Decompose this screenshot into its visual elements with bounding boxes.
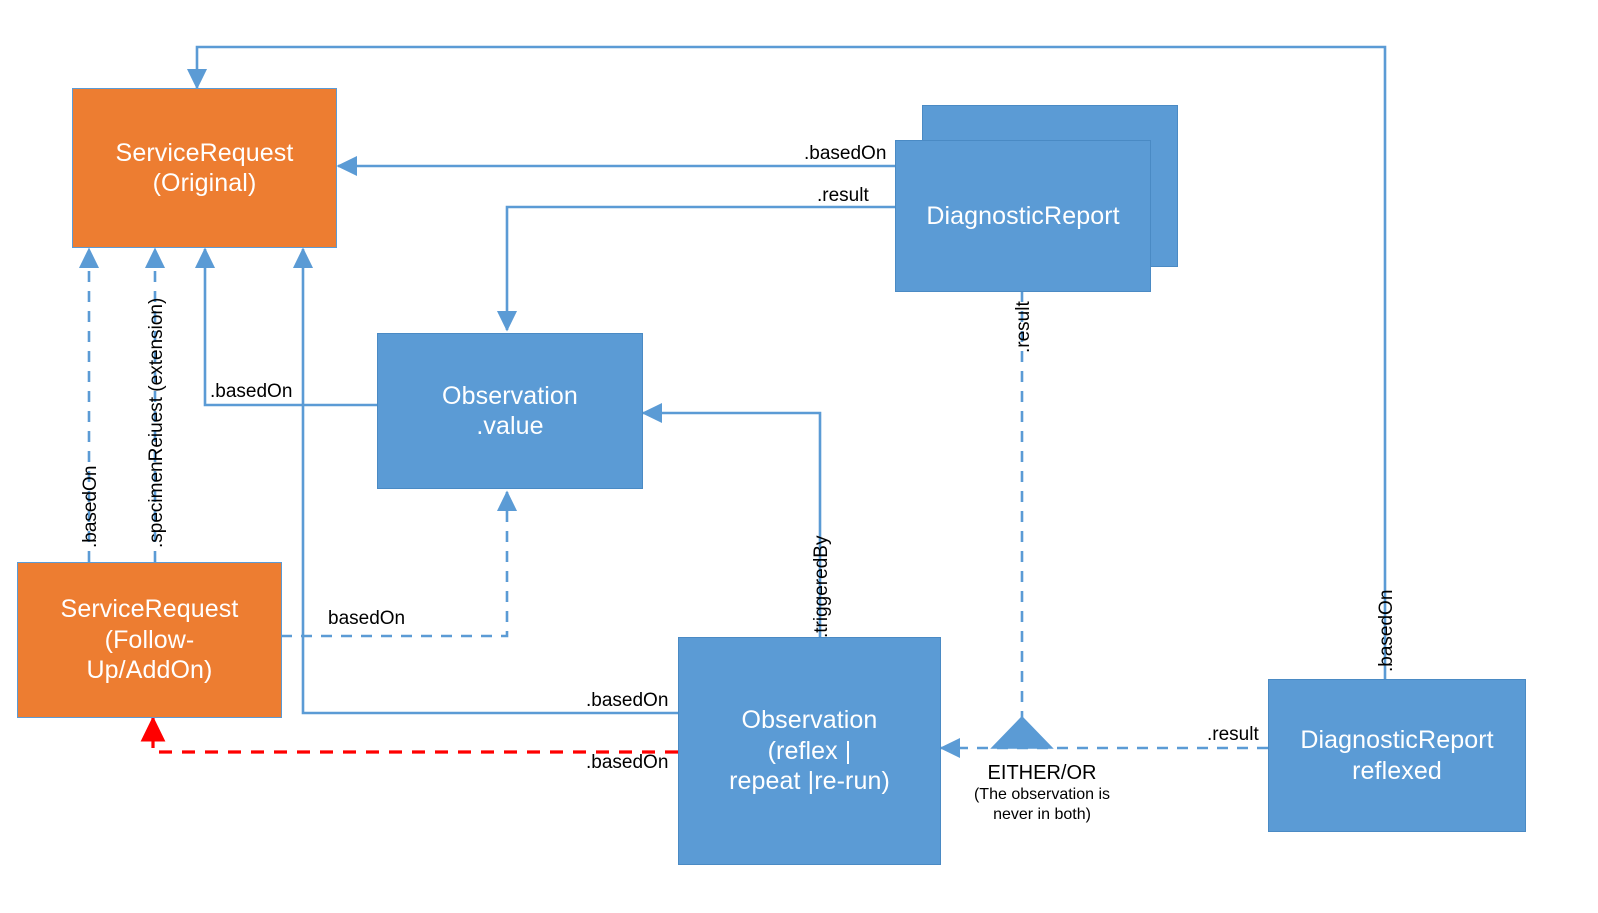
edge-label-basedon-vertical-left: .basedOn (80, 465, 101, 548)
edge-obsreflex-triggeredby-obsvalue (641, 402, 822, 638)
edge-obsvalue-basedon-sr-original (194, 247, 377, 407)
edge-label-basedon-dr-top: .basedOn (804, 143, 887, 164)
edge-label-result-dr-top: .result (817, 185, 869, 206)
node-observation-reflex[interactable]: Observation (reflex | repeat |re-run) (678, 637, 941, 865)
node-label-line1: ServiceRequest (60, 595, 239, 624)
node-service-request-original[interactable]: ServiceRequest (Original) (72, 88, 337, 248)
node-label-line1: ServiceRequest (115, 138, 294, 167)
edge-label-basedon-followup-dashed: basedOn (328, 608, 406, 629)
edge-label-result-reflexed: .result (1207, 724, 1259, 745)
edge-label-basedon-obsvalue: .basedOn (210, 381, 293, 402)
node-label-line2: (Follow- (104, 625, 195, 654)
edge-followup-basedon-obsvalue-dashed (281, 490, 518, 638)
either-or-annotation: EITHER/OR (The observation is never in b… (962, 762, 1122, 825)
node-diagnostic-report[interactable]: DiagnosticReport (895, 140, 1151, 292)
edge-label-basedon-obsreflex: .basedOn (586, 690, 669, 711)
edge-label-basedon-obsreflex-red: .basedOn (586, 752, 669, 773)
node-label-line2: (reflex | (767, 736, 852, 765)
edge-obsreflex-basedon-followup-red (140, 716, 678, 754)
edge-label-triggeredby-vertical: .triggeredBy (811, 535, 832, 638)
node-service-request-followup[interactable]: ServiceRequest (Follow- Up/AddOn) (17, 562, 282, 718)
edge-label-specimenrequest-vertical: .specimenReiuest (extension) (146, 297, 167, 548)
either-or-sub-line1: (The observation is (973, 786, 1111, 803)
either-or-title: EITHER/OR (987, 762, 1097, 784)
either-or-sub-line2: never in both) (993, 806, 1091, 823)
either-or-triangle-icon (990, 715, 1054, 749)
node-label-line3: repeat |re-run) (729, 767, 890, 796)
node-observation-value[interactable]: Observation .value (377, 333, 643, 489)
node-label-line2: (Original) (152, 169, 257, 197)
edge-dr-result-obsvalue (496, 205, 897, 332)
node-label-line2: reflexed (1352, 756, 1442, 785)
node-label-line1: Observation (442, 381, 578, 410)
edge-label-result-vertical-dr: .result (1013, 301, 1034, 353)
node-label-line1: DiagnosticReport (926, 201, 1120, 230)
edge-dr-reflexed-basedon (186, 45, 1387, 679)
node-label-line3: Up/AddOn) (86, 656, 213, 685)
node-diagnostic-report-reflexed[interactable]: DiagnosticReport reflexed (1268, 679, 1526, 832)
node-label-line1: DiagnosticReport (1300, 726, 1494, 754)
node-label-line1: Observation (741, 706, 878, 735)
node-label-line2: .value (476, 412, 544, 440)
edge-obsreflex-basedon-sr-original (292, 247, 678, 715)
edge-label-basedon-vertical-right: .basedOn (1376, 589, 1397, 672)
